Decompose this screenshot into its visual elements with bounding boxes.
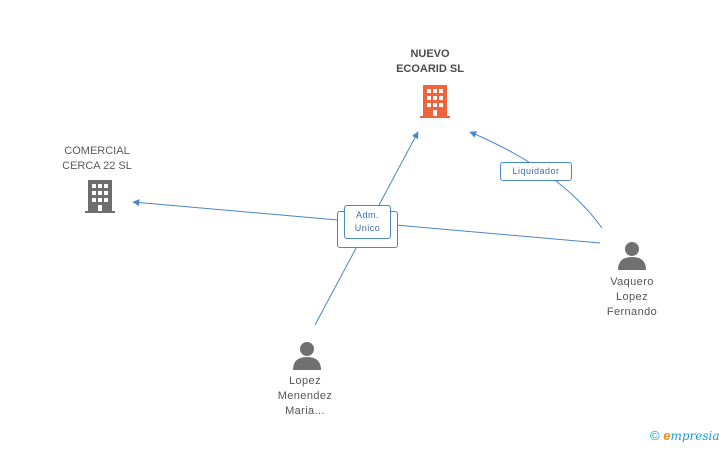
edge-label-adm-unico[interactable]: Adm. Unico xyxy=(344,205,391,239)
copyright-icon: © xyxy=(650,428,660,443)
person-vaquero-line1: Vaquero xyxy=(610,276,654,288)
person-icon[interactable] xyxy=(617,240,647,270)
person-lopez-label[interactable]: Lopez Menendez Maria... xyxy=(255,374,355,419)
person-vaquero-label[interactable]: Vaquero Lopez Fernando xyxy=(582,275,682,320)
empresia-brand[interactable]: © empresia xyxy=(650,428,720,443)
building-icon[interactable] xyxy=(419,83,451,119)
company-nuevo-ecoarid-label[interactable]: NUEVO ECOARID SL xyxy=(380,47,480,77)
person-icon[interactable] xyxy=(292,340,322,370)
edge-label-liquidador[interactable]: Liquidador xyxy=(500,162,572,181)
edge-adm-line1: Adm. xyxy=(355,210,379,220)
edge-liquidador-text: Liquidador xyxy=(512,166,560,176)
person-lopez-line1: Lopez xyxy=(289,375,321,387)
edge-adm-line2: Unico xyxy=(354,223,381,233)
person-vaquero-line3: Fernando xyxy=(606,306,658,318)
person-vaquero-line2: Lopez xyxy=(616,291,648,303)
company-nuevo-line1: NUEVO xyxy=(410,48,450,60)
company-comercial-line1: COMERCIAL xyxy=(64,145,130,157)
brand-e: e xyxy=(663,428,671,443)
company-comercial-cerca-label[interactable]: COMERCIAL CERCA 22 SL xyxy=(47,144,147,174)
building-icon[interactable] xyxy=(84,178,116,214)
company-comercial-line2: CERCA 22 SL xyxy=(62,160,132,172)
brand-rest: mpresia xyxy=(670,429,720,443)
person-lopez-line2: Menendez xyxy=(277,390,333,402)
company-nuevo-line2: ECOARID SL xyxy=(396,63,464,75)
person-lopez-line3: Maria... xyxy=(285,405,325,417)
